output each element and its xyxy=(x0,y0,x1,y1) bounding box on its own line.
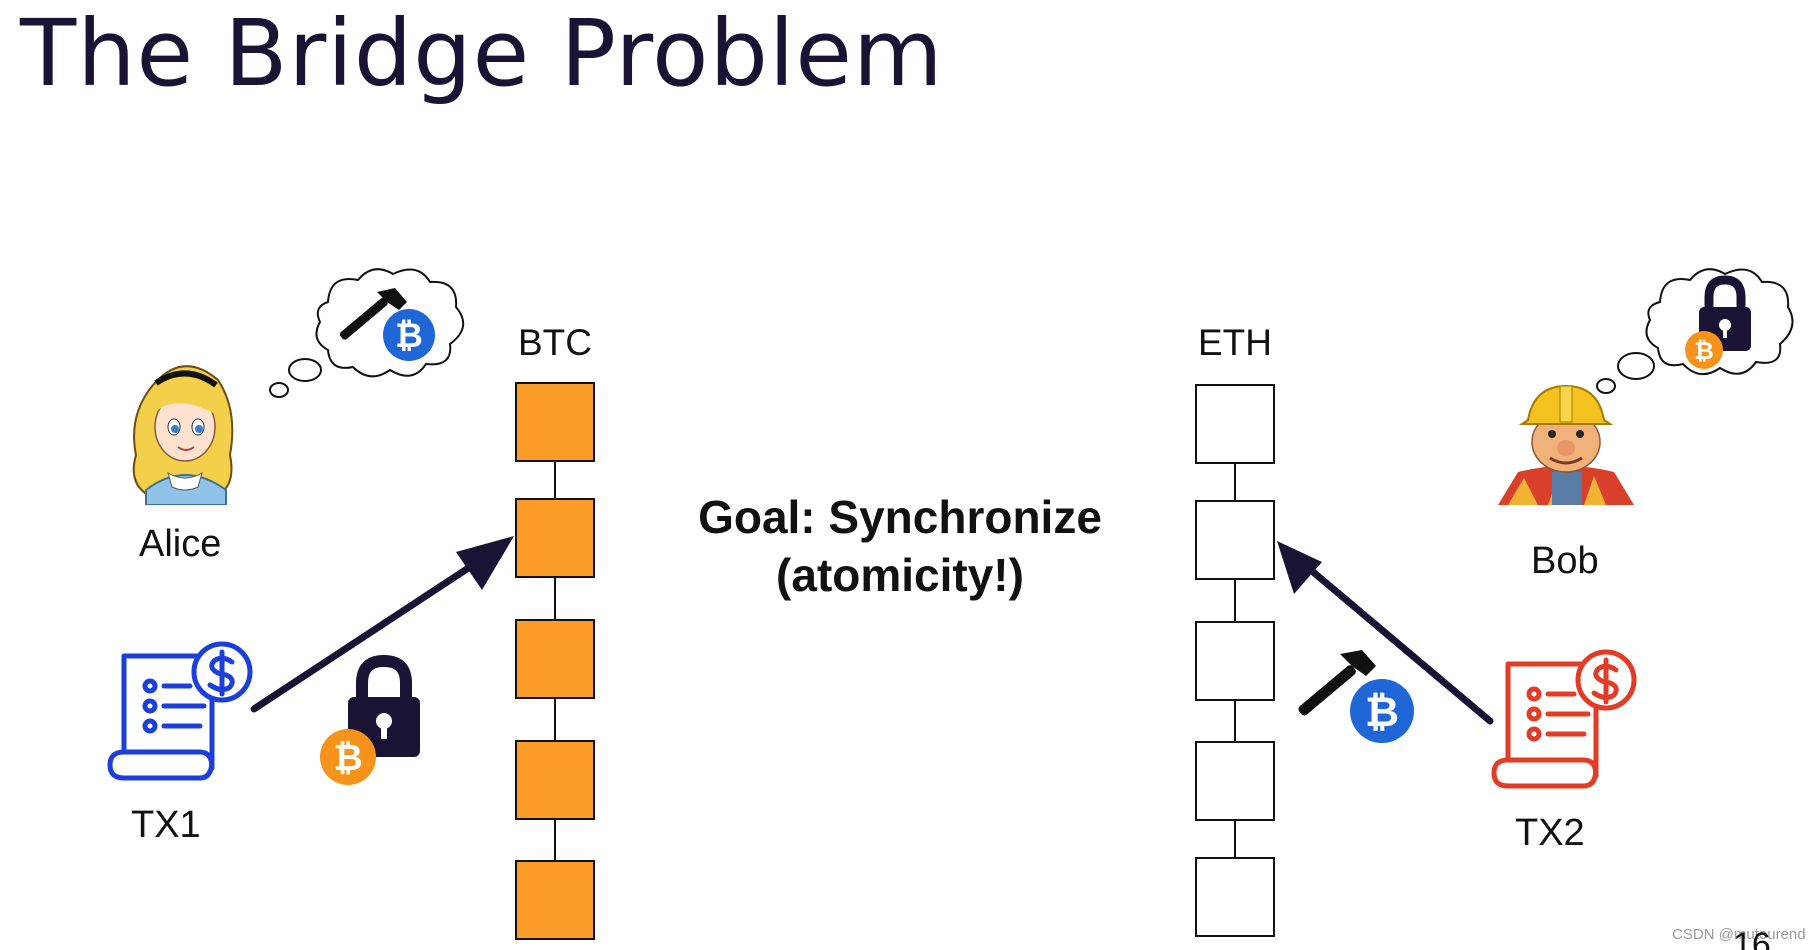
btc-chain-connector xyxy=(554,462,556,498)
bitcoin-icon: ₿ xyxy=(383,309,435,361)
btc-block xyxy=(515,740,595,820)
eth-chain-connector xyxy=(1234,821,1236,857)
svg-text:₿: ₿ xyxy=(1365,687,1399,736)
btc-chain-label: BTC xyxy=(518,322,592,363)
eth-chain-connector xyxy=(1234,701,1236,741)
tx2-label: TX2 xyxy=(1515,812,1585,854)
bitcoin-orange-icon-bob: ₿ xyxy=(1685,331,1723,369)
page-number: 16 xyxy=(1733,928,1771,950)
tx1-to-btc-arrow-icon xyxy=(250,536,514,713)
watermark: CSDN @mutourend xyxy=(1672,926,1806,943)
eth-block xyxy=(1195,384,1275,464)
btc-chain-connector xyxy=(554,699,556,740)
alice-avatar xyxy=(132,365,234,505)
svg-text:₿: ₿ xyxy=(1694,337,1714,365)
bob-name: Bob xyxy=(1531,540,1599,582)
hammer-icon-eth xyxy=(1298,650,1376,716)
tx1-label: TX1 xyxy=(131,804,201,846)
bitcoin-orange-icon: ₿ xyxy=(320,729,376,785)
alice-name: Alice xyxy=(139,523,222,565)
hammer-icon xyxy=(339,288,407,340)
btc-chain-connector xyxy=(554,820,556,860)
btc-block xyxy=(515,860,595,940)
eth-chain-connector xyxy=(1234,464,1236,500)
eth-block xyxy=(1195,621,1275,701)
btc-block xyxy=(515,498,595,578)
btc-block xyxy=(515,619,595,699)
eth-block xyxy=(1195,500,1275,580)
bitcoin-blue-icon: ₿ xyxy=(1350,679,1414,743)
goal-line-1: Goal: Synchronize xyxy=(698,491,1102,543)
btc-block xyxy=(515,382,595,462)
svg-text:₿: ₿ xyxy=(395,316,423,356)
eth-chain-label: ETH xyxy=(1198,322,1272,363)
tx2-to-eth-arrow-icon xyxy=(1277,541,1494,725)
bob-avatar xyxy=(1498,384,1634,505)
eth-block xyxy=(1195,857,1275,937)
svg-text:₿: ₿ xyxy=(333,738,362,779)
slide-title: The Bridge Problem xyxy=(20,0,944,107)
eth-block xyxy=(1195,741,1275,821)
tx1-receipt-icon xyxy=(107,641,253,781)
goal-text: Goal: Synchronize (atomicity!) xyxy=(640,488,1160,604)
btc-chain-connector xyxy=(554,578,556,619)
eth-chain-connector xyxy=(1234,580,1236,621)
goal-line-2: (atomicity!) xyxy=(776,549,1024,601)
tx2-receipt-icon xyxy=(1491,649,1637,789)
